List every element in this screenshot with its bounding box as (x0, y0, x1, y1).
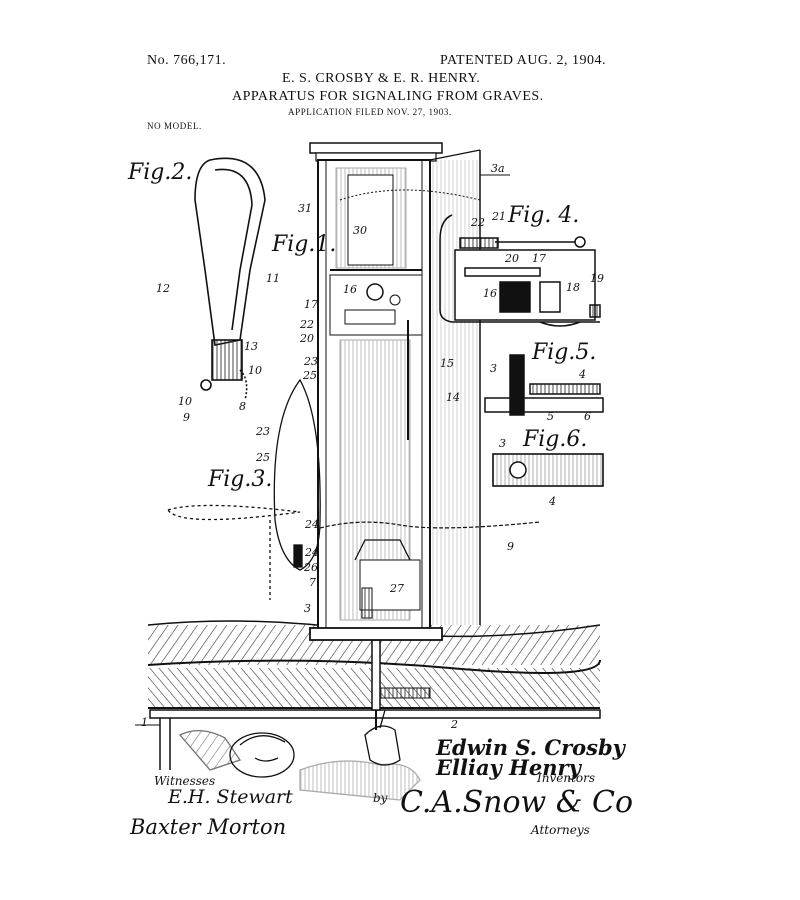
ref-22: 22 (300, 318, 314, 331)
ref-3a: 3a (491, 162, 505, 175)
ref-7: 7 (309, 576, 316, 589)
witness-signature-1: E.H. Stewart (168, 786, 293, 808)
ref-30: 30 (353, 224, 367, 237)
fig5-section (484, 354, 604, 416)
fig6-plate (492, 453, 604, 487)
ref-12: 12 (156, 282, 170, 295)
ref-10-lower: 10 (178, 395, 192, 408)
patent-date: PATENTED AUG. 2, 1904. (440, 53, 607, 68)
model-note: NO MODEL. (147, 121, 202, 131)
ref-25: 25 (303, 369, 317, 382)
fig2-label: Fig.2. (128, 160, 193, 185)
inventor-signature-2: Elliay Henry (436, 755, 581, 780)
ref-9: 9 (507, 540, 514, 553)
patent-number: No. 766,171. (147, 53, 227, 68)
main-housing (309, 142, 510, 641)
ref-2: 2 (451, 718, 458, 731)
by-label: by (373, 791, 388, 805)
fig4-ref-21: 21 (492, 210, 506, 223)
ref-16: 16 (343, 283, 357, 296)
attorneys-label: Attorneys (531, 823, 590, 837)
fig4-label: Fig. 4. (508, 203, 580, 228)
inventors-label: Inventors (537, 771, 596, 785)
fig5-ref-6: 6 (584, 410, 591, 423)
ref-23-lower: 23 (256, 425, 270, 438)
fig5-label: Fig.5. (532, 340, 597, 365)
ref-9-upper: 9 (183, 411, 190, 424)
fig5-ref-4: 4 (579, 368, 586, 381)
body-figure (178, 709, 421, 801)
fig4-ref-18: 18 (566, 281, 580, 294)
patent-title: APPARATUS FOR SIGNALING FROM GRAVES. (232, 89, 544, 104)
fig6-label: Fig.6. (523, 427, 588, 452)
ref-23: 23 (304, 355, 318, 368)
ref-25-lower: 25 (256, 451, 270, 464)
fig1-label: Fig.1. (272, 232, 337, 257)
ref-15: 15 (440, 357, 454, 370)
ref-17: 17 (304, 298, 318, 311)
ref-14: 14 (446, 391, 460, 404)
ref-11: 11 (266, 272, 280, 285)
fig4-ref-19: 19 (590, 272, 604, 285)
fig6-ref-3: 3 (499, 437, 506, 450)
fig4-mechanism (439, 214, 601, 327)
application-date: APPLICATION FILED NOV. 27, 1903. (288, 107, 452, 117)
ref-24-lower: 24 (305, 546, 319, 559)
fig4-ref-20: 20 (505, 252, 519, 265)
witness-signature-2: Baxter Morton (130, 815, 287, 839)
fig4-ref-22: 22 (471, 216, 485, 229)
ref-3: 3 (304, 602, 311, 615)
ref-1: 1 (141, 716, 148, 729)
ground-line (319, 521, 541, 529)
fig6-ref-4: 4 (549, 495, 556, 508)
attorney-signature: C.A.Snow & Co (400, 785, 634, 820)
fig2-handle (194, 157, 266, 401)
inventor-names: E. S. CROSBY & E. R. HENRY. (282, 71, 481, 86)
ref-27: 27 (390, 582, 404, 595)
ref-31: 31 (298, 202, 312, 215)
ref-26: 26 (304, 561, 318, 574)
fig3-cord (166, 378, 321, 600)
fig5-ref-5: 5 (547, 410, 554, 423)
ref-13: 13 (244, 340, 258, 353)
ref-24-upper: 24 (305, 518, 319, 531)
witnesses-label: Witnesses (154, 774, 216, 788)
ref-8: 8 (239, 400, 246, 413)
ref-20: 20 (300, 332, 314, 345)
fig4-ref-16: 16 (483, 287, 497, 300)
fig3-label: Fig.3. (208, 467, 273, 492)
inventor-signature-1: Edwin S. Crosby (436, 735, 625, 760)
fig5-ref-3: 3 (490, 362, 497, 375)
ref-10-upper: 10 (248, 364, 262, 377)
fig4-ref-17: 17 (532, 252, 546, 265)
